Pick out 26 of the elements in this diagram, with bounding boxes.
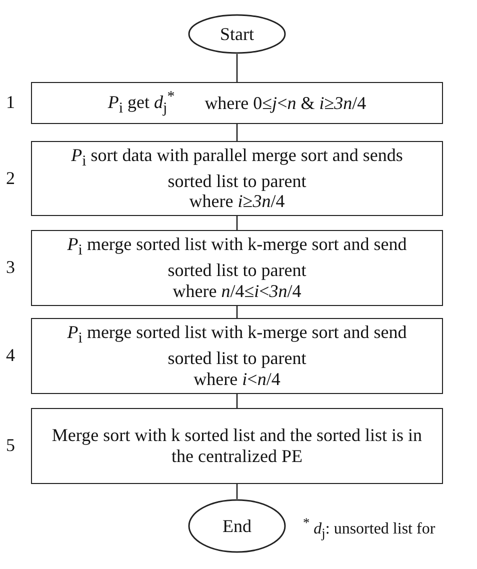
terminal-ellipse <box>188 499 286 553</box>
step-number: 4 <box>6 345 15 366</box>
connector-line <box>236 216 238 230</box>
step-number: 2 <box>6 168 15 188</box>
terminal-ellipse <box>188 14 286 54</box>
terminal-label: End <box>222 516 252 536</box>
process-box <box>31 230 443 306</box>
process-box <box>31 141 443 216</box>
step-text: Merge sort with k sorted list and the sorted list is in the centralized PE <box>50 425 424 467</box>
connector-line <box>236 306 238 318</box>
step-text: where i<n/4 <box>194 368 280 390</box>
terminal-label: Start <box>220 24 254 44</box>
step-number: 1 <box>6 92 15 113</box>
step-number: 3 <box>6 257 15 278</box>
connector-line <box>236 124 238 141</box>
connector-line <box>236 54 238 82</box>
step-text: where n/4≤i<3n/4 <box>172 280 302 302</box>
connector-line <box>236 394 238 408</box>
process-box <box>31 82 443 124</box>
step-text: where i≥3n/4 <box>189 191 285 212</box>
footnote: $^{*}$ d$_{j}$: unsorted list for <box>303 515 436 542</box>
connector-line <box>236 484 238 499</box>
process-box <box>31 408 443 484</box>
process-box <box>31 318 443 394</box>
step-number: 5 <box>6 435 15 456</box>
step-text: where 0≤j<n & i≥3n/4 <box>204 92 366 114</box>
